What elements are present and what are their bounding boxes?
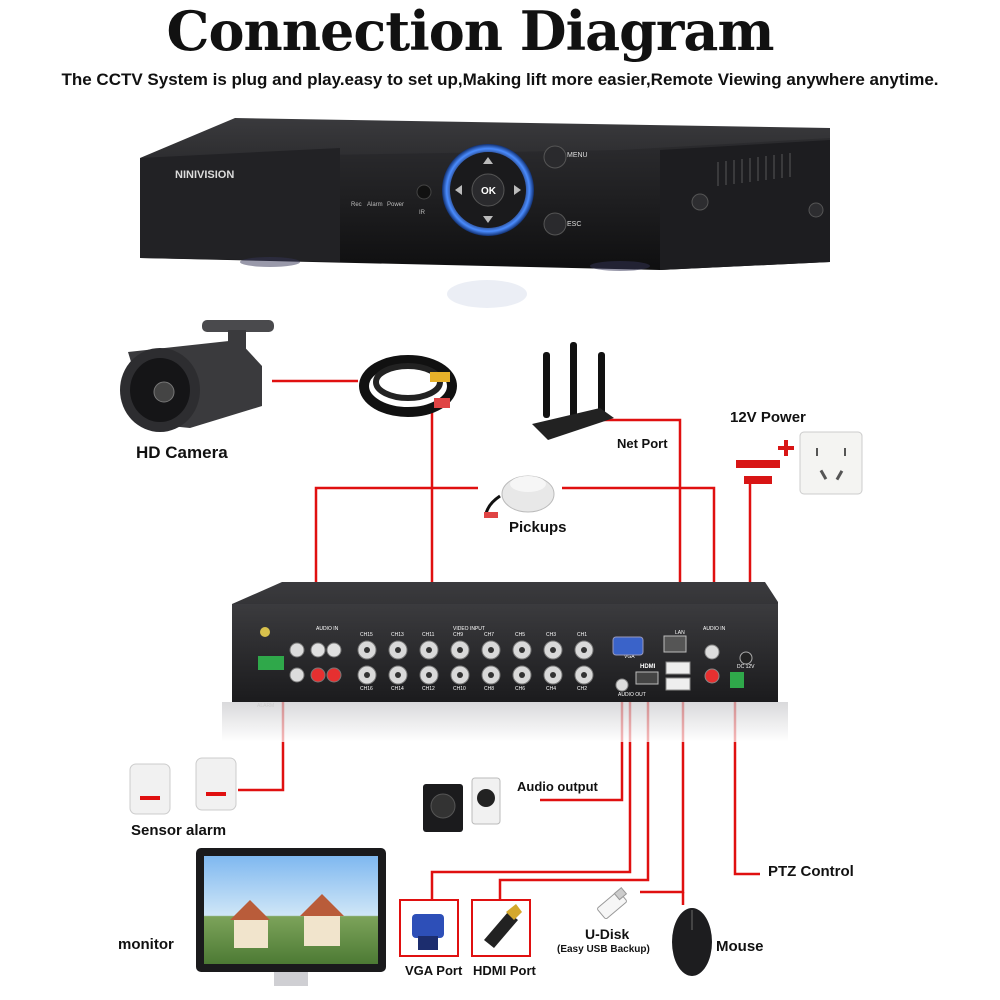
- bnc-port-pin: [364, 647, 370, 653]
- channel-label: CH15: [360, 632, 373, 638]
- label-vga-port: VGA Port: [405, 963, 463, 978]
- bnc-port-pin: [488, 672, 494, 678]
- label-udisk: U-Disk: [585, 926, 630, 942]
- dc-label: DC 12V: [737, 664, 755, 670]
- page-subtitle: The CCTV System is plug and play.easy to…: [61, 70, 939, 89]
- label-12v-power: 12V Power: [730, 409, 806, 426]
- channel-label: CH12: [422, 686, 435, 692]
- label-net-port: Net Port: [617, 436, 668, 451]
- channel-label: CH9: [453, 632, 463, 638]
- indicator-alarm: Alarm: [367, 202, 383, 208]
- indicator-power: Power: [387, 202, 404, 208]
- audio-out-label: AUDIO OUT: [618, 692, 646, 698]
- bnc-bottom-row: CH16 CH14 CH12 CH10 CH8 CH6 CH4 CH2: [357, 665, 594, 692]
- channel-label: CH6: [515, 686, 525, 692]
- audio-in-left-label: AUDIO IN: [316, 626, 339, 632]
- speaker-icon: [423, 777, 501, 832]
- channel-label: CH3: [546, 632, 556, 638]
- hdmi-connector-icon: [471, 899, 531, 957]
- bnc-port-pin: [426, 647, 432, 653]
- audio-in-right-label: AUDIO IN: [703, 626, 726, 632]
- dvr-front-unit: NINIVISION Rec Alarm Power IR OK MENU ES…: [140, 118, 830, 308]
- video-input-label: VIDEO INPUT: [453, 626, 485, 632]
- bnc-port-pin: [519, 672, 525, 678]
- ok-button-label: OK: [481, 186, 497, 197]
- dc-power-symbol-icon: [736, 440, 794, 484]
- label-hdmi-port: HDMI Port: [473, 963, 536, 978]
- label-sensor-alarm: Sensor alarm: [131, 822, 227, 839]
- channel-label: CH14: [391, 686, 404, 692]
- bnc-port-pin: [395, 672, 401, 678]
- label-audio-output: Audio output: [517, 779, 598, 794]
- bnc-port-pin: [519, 647, 525, 653]
- bnc-port-pin: [581, 647, 587, 653]
- bnc-port-pin: [364, 672, 370, 678]
- dvr-back-unit: ALARM AUDIO IN VIDEO INPUT AUDIO IN LAN …: [222, 582, 788, 742]
- arrow-left-icon: [455, 185, 462, 195]
- channel-label: CH16: [360, 686, 373, 692]
- bnc-port-pin: [457, 647, 463, 653]
- bnc-port-pin: [488, 647, 494, 653]
- label-monitor: monitor: [118, 936, 174, 953]
- bnc-top-row: CH15 CH13 CH11 CH9 CH7 CH5 CH3 CH1: [357, 632, 594, 660]
- vga-port-label: VGA: [624, 654, 635, 660]
- monitor-icon: [196, 848, 386, 986]
- lan-label: LAN: [675, 630, 685, 636]
- bnc-port-pin: [457, 672, 463, 678]
- channel-label: CH13: [391, 632, 404, 638]
- channel-label: CH4: [546, 686, 556, 692]
- pir-sensor-icon: [129, 757, 237, 815]
- label-hd-camera: HD Camera: [136, 443, 228, 462]
- usb-disk-icon: [597, 887, 628, 920]
- menu-label: MENU: [567, 152, 588, 159]
- indicator-rec: Rec: [351, 202, 362, 208]
- channel-label: CH2: [577, 686, 587, 692]
- wall-outlet-icon: [799, 431, 863, 495]
- arrow-down-icon: [483, 216, 493, 223]
- bnc-port-pin: [581, 672, 587, 678]
- router-icon: [532, 342, 614, 440]
- hdmi-port-label: HDMI: [640, 664, 656, 670]
- esc-label: ESC: [567, 221, 581, 228]
- label-udisk-sub: (Easy USB Backup): [557, 944, 650, 955]
- pickup-microphone-icon: [484, 475, 555, 518]
- alarm-port-label: ALARM: [257, 703, 274, 709]
- arrow-up-icon: [483, 157, 493, 164]
- label-pickups: Pickups: [509, 519, 567, 536]
- ir-label: IR: [419, 210, 426, 216]
- bnc-port-pin: [550, 647, 556, 653]
- channel-label: CH8: [484, 686, 494, 692]
- channel-label: CH11: [422, 632, 435, 638]
- dvr-brand: NINIVISION: [175, 169, 234, 181]
- hd-camera-icon: [120, 320, 274, 432]
- channel-label: CH1: [577, 632, 587, 638]
- channel-label: CH5: [515, 632, 525, 638]
- label-mouse: Mouse: [716, 938, 764, 955]
- bnc-port-pin: [550, 672, 556, 678]
- arrow-right-icon: [514, 185, 521, 195]
- channel-label: CH7: [484, 632, 494, 638]
- bnc-cable-coil-icon: [359, 355, 457, 417]
- bnc-port-pin: [426, 672, 432, 678]
- bnc-port-pin: [395, 647, 401, 653]
- menu-button: [543, 145, 567, 169]
- vga-connector-icon: [399, 899, 459, 957]
- label-ptz-control: PTZ Control: [768, 863, 854, 880]
- page-title: Connection Diagram: [166, 0, 775, 63]
- mouse-icon: [672, 908, 712, 976]
- channel-label: CH10: [453, 686, 466, 692]
- esc-button: [543, 212, 567, 236]
